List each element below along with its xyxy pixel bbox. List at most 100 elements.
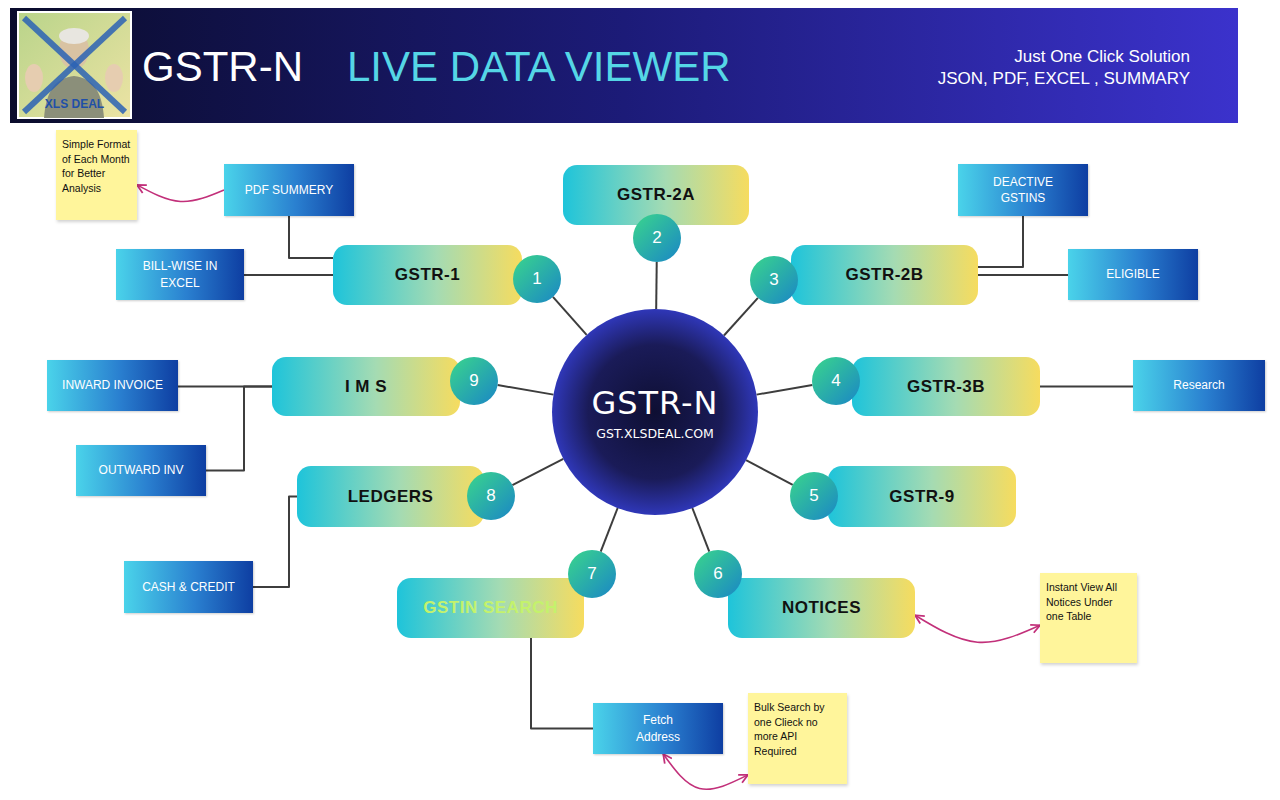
callout-arrow xyxy=(137,185,224,202)
circle-fill xyxy=(467,472,515,520)
circle-fill xyxy=(513,255,561,303)
connector-line xyxy=(978,216,1023,267)
module-box: GSTR-1 xyxy=(333,245,522,305)
node-text: CASH & CREDIT xyxy=(142,579,235,595)
node-text: I M S xyxy=(345,377,387,397)
number-badge: 4 xyxy=(812,357,860,405)
number-badge: 7 xyxy=(568,550,616,598)
callout-number: 2 xyxy=(652,228,661,248)
feature-box: PDF SUMMERY xyxy=(224,164,354,216)
circle-fill xyxy=(568,550,616,598)
connector-line xyxy=(692,508,709,552)
logo-hair xyxy=(59,28,89,44)
hub-circle: GSTR-N GST.XLSDEAL.COM xyxy=(552,309,758,515)
node-text: Instant View All Notices Under one Table xyxy=(1046,580,1118,624)
callout-number: 7 xyxy=(587,564,596,584)
logo-hand xyxy=(105,64,123,92)
connector-line xyxy=(724,298,758,336)
callout-number: 6 xyxy=(713,564,722,584)
module-box: GSTR-2B xyxy=(791,245,978,305)
connector-line xyxy=(655,262,658,309)
logo-hand xyxy=(25,64,43,92)
node-text: GSTR-1 xyxy=(395,265,460,285)
node-text: NOTICES xyxy=(782,598,861,618)
module-box: GSTIN SEARCH xyxy=(397,578,584,638)
feature-box: CASH & CREDIT xyxy=(124,561,253,613)
logo-frame xyxy=(18,12,131,118)
number-badge: 6 xyxy=(694,550,742,598)
module-box: NOTICES xyxy=(728,578,915,638)
connector-line xyxy=(206,387,272,471)
node-text: DEACTIVE GSTINS xyxy=(988,174,1058,206)
feature-box: Fetch Address xyxy=(593,703,723,754)
circle-fill xyxy=(812,357,860,405)
connector-line xyxy=(253,497,297,588)
circle-fill xyxy=(552,309,758,515)
connector-line xyxy=(512,459,563,485)
header-tagline: Just One Click Solution xyxy=(890,48,1190,65)
callout-arrow xyxy=(663,754,748,789)
node-text: Fetch Address xyxy=(631,712,686,744)
module-box: I M S xyxy=(272,357,460,416)
sticky-note: Instant View All Notices Under one Table xyxy=(1040,573,1137,663)
feature-box: ELIGIBLE xyxy=(1068,249,1198,300)
connector-line xyxy=(289,216,333,258)
number-badge: 9 xyxy=(450,357,498,405)
feature-box: DEACTIVE GSTINS xyxy=(958,164,1088,216)
logo-illustration xyxy=(18,12,131,118)
connector-line xyxy=(1040,386,1133,388)
number-badge: 1 xyxy=(513,255,561,303)
sticky-note: Simple Format of Each Month for Better A… xyxy=(56,130,137,220)
node-text: BILL-WISE IN EXCEL xyxy=(143,258,218,290)
circle-fill xyxy=(694,550,742,598)
header-title: GSTR-N xyxy=(142,46,303,88)
node-text: GSTR-9 xyxy=(889,487,954,507)
node-text: LEDGERS xyxy=(348,487,434,507)
header-subtitle: LIVE DATA VIEWER xyxy=(347,46,731,88)
circle-fill xyxy=(750,256,798,304)
header-tagline: JSON, PDF, EXCEL , SUMMARY xyxy=(890,70,1190,87)
node-text: Bulk Search by one Clieck no more API Re… xyxy=(754,700,836,759)
feature-box: INWARD INVOICE xyxy=(47,360,178,411)
header-band xyxy=(10,8,1238,123)
node-text: GSTR-2A xyxy=(617,185,695,205)
callout-number: 3 xyxy=(769,270,778,290)
number-badge: 3 xyxy=(750,256,798,304)
node-text: GST.XLSDEAL.COM xyxy=(596,426,714,441)
node-text: ELIGIBLE xyxy=(1106,266,1159,282)
number-badge: 8 xyxy=(467,472,515,520)
connector-line xyxy=(244,274,333,276)
node-text: PDF SUMMERY xyxy=(245,182,333,198)
connector-line xyxy=(531,638,593,729)
connector-line xyxy=(746,460,793,485)
node-text: GSTR-3B xyxy=(907,377,985,397)
connector-line xyxy=(978,274,1068,276)
node-text: Simple Format of Each Month for Better A… xyxy=(62,137,131,196)
number-badge: 2 xyxy=(633,214,681,262)
feature-box: Research xyxy=(1133,360,1265,411)
node-text: GSTIN SEARCH xyxy=(423,598,557,618)
feature-box: BILL-WISE IN EXCEL xyxy=(116,249,244,300)
connector-line xyxy=(553,297,587,335)
node-text: GSTR-2B xyxy=(845,265,923,285)
callout-arrow xyxy=(915,615,1040,642)
module-box: LEDGERS xyxy=(297,466,484,527)
module-box: GSTR-3B xyxy=(852,357,1040,416)
logo-text: XLS DEAL xyxy=(20,98,129,110)
connector-line xyxy=(498,385,554,395)
callout-number: 1 xyxy=(532,269,541,289)
node-text: GSTR-N xyxy=(591,384,718,422)
node-text: Research xyxy=(1173,377,1224,393)
circle-fill xyxy=(790,472,838,520)
callout-number: 9 xyxy=(469,371,478,391)
node-text: INWARD INVOICE xyxy=(62,377,163,393)
number-badge: 5 xyxy=(790,472,838,520)
circle-fill xyxy=(450,357,498,405)
callout-number: 5 xyxy=(809,486,818,506)
sticky-note: Bulk Search by one Clieck no more API Re… xyxy=(748,693,847,784)
callout-number: 8 xyxy=(486,486,495,506)
circle-fill xyxy=(633,214,681,262)
callout-number: 4 xyxy=(831,371,840,391)
